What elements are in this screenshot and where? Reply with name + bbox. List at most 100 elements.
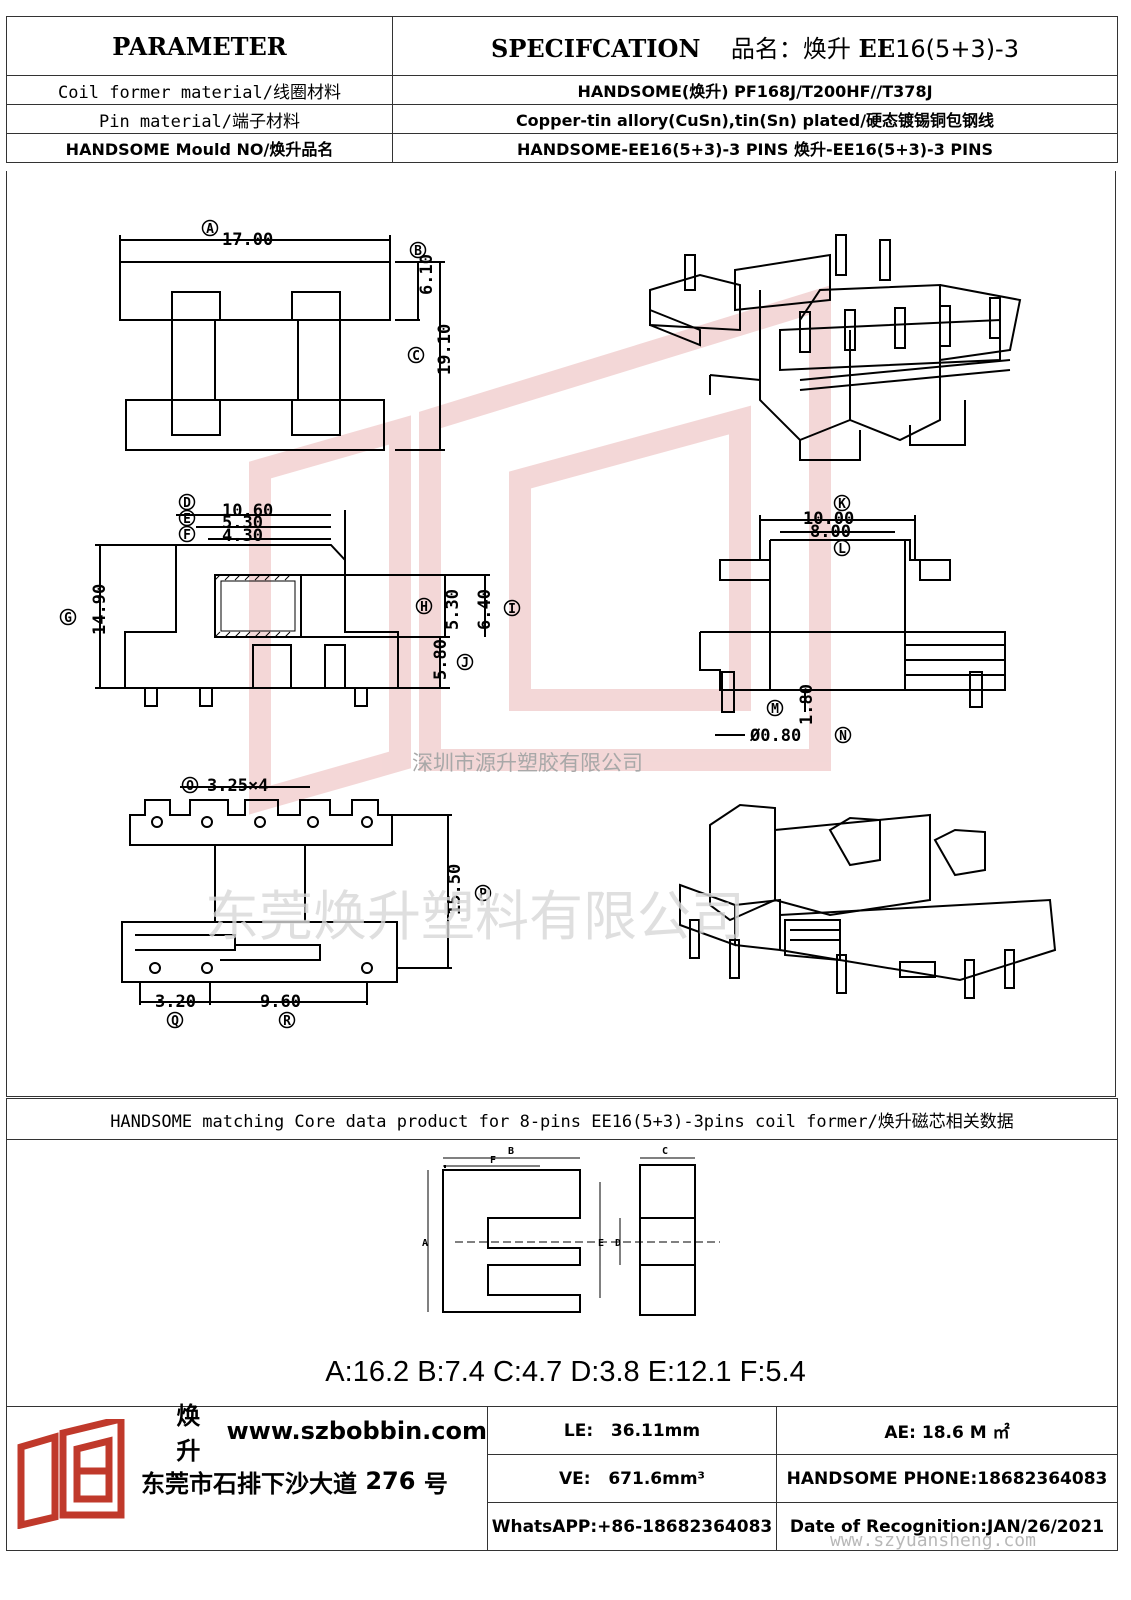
core-label-D: D [615, 1238, 621, 1249]
dim-D-value: 10.60 [222, 501, 273, 521]
svg-text:F: F [183, 528, 191, 543]
brand-name: 焕升 [176, 1402, 201, 1465]
svg-text:M: M [771, 702, 779, 717]
watermark-company-2: 东莞焕升塑料有限公司 [205, 885, 745, 948]
mark-J: J [456, 653, 474, 671]
product-name-bold: EE [858, 33, 896, 63]
ve-value: 671.6mm³ [608, 1468, 705, 1489]
mark-R: R [278, 1011, 296, 1029]
mark-I: I [503, 599, 521, 617]
core-label-E: E [598, 1238, 604, 1249]
technical-drawing: 17.00 6.10 19.10 10.60 5.30 4.30 14.90 5… [59, 219, 1057, 1029]
svg-text:D: D [183, 496, 191, 511]
dim-H-value: 5.30 [443, 589, 463, 630]
ve-cell: VE: 671.6mm³ [487, 1454, 777, 1503]
date-cell: Date of Recognition:JAN/26/2021 [776, 1502, 1118, 1551]
le-cell: LE: 36.11mm [487, 1406, 777, 1455]
mark-H: H [415, 597, 433, 615]
phone-cell: HANDSOME PHONE:18682364083 [776, 1454, 1118, 1503]
bottom-view [121, 786, 452, 1005]
core-dimension-values: A:16.2 B:7.4 C:4.7 D:3.8 E:12.1 F:5.4 [325, 1356, 806, 1388]
dim-O-value: 3.25×4 [207, 776, 268, 796]
iso-view-bottom [679, 803, 1057, 999]
core-data-area [6, 1140, 1118, 1406]
spec-header-table: PARAMETER SPECIFCATION 品名：焕升 EE16(5+3)-3… [6, 16, 1118, 163]
pin-material-label: Pin material/端子材料 [6, 104, 393, 134]
brand-line: 焕升 www.szbobbin.com [167, 1402, 487, 1465]
watermark-company-1: 深圳市源升塑胶有限公司 [412, 751, 643, 775]
dim-N-value: Ø0.80 [749, 726, 801, 746]
mark-A: A [201, 219, 219, 237]
svg-text:K: K [838, 497, 846, 512]
mark-G: G [59, 608, 77, 626]
mark-O: O [181, 776, 199, 794]
mark-E: E [178, 509, 196, 527]
watermark-url: www.szyuansheng.com [830, 1530, 1036, 1551]
svg-text:R: R [283, 1014, 291, 1029]
core-drawing: B F A E D C [422, 1146, 720, 1316]
dim-J-value: 5.80 [431, 639, 451, 680]
svg-text:C: C [412, 349, 420, 364]
address-suffix: 号 [423, 1469, 448, 1498]
svg-text:J: J [461, 656, 469, 671]
mould-no-label: HANDSOME Mould NO/焕升品名 [6, 133, 393, 163]
iso-view-top [649, 234, 1022, 461]
dim-R-value: 9.60 [260, 992, 301, 1012]
svg-text:H: H [420, 600, 428, 615]
dim-E-value: 5.30 [222, 513, 263, 533]
whatsapp-cell: WhatsAPP:+86-18682364083 [487, 1502, 777, 1551]
footer-table: 焕升 www.szbobbin.com 东莞市石排下沙大道 276 号 LE: … [6, 1402, 1118, 1551]
dim-L-value: 8.00 [810, 522, 851, 542]
svg-text:B: B [414, 244, 422, 259]
product-name-label: 品名：焕升 [730, 34, 851, 63]
mark-F: F [178, 525, 196, 543]
core-label-F: F [490, 1155, 496, 1166]
svg-text:I: I [508, 602, 516, 617]
mark-B: B [409, 241, 427, 259]
dim-G-value: 14.90 [90, 584, 110, 635]
mark-N: N [834, 726, 852, 744]
address-line: 东莞市石排下沙大道 276 号 [141, 1457, 448, 1505]
mark-D: D [178, 493, 196, 511]
svg-text:Q: Q [171, 1014, 179, 1029]
svg-text:P: P [479, 887, 487, 902]
ae-cell: AE: 18.6 M ㎡ [776, 1406, 1118, 1455]
company-info-cell: 焕升 www.szbobbin.com 东莞市石排下沙大道 276 号 [6, 1402, 488, 1551]
product-name-rest: 16(5+3)-3 [895, 34, 1019, 63]
dim-B-value: 6.10 [417, 254, 437, 295]
mark-C: C [407, 346, 425, 364]
dim-I-value: 6.40 [475, 589, 495, 630]
svg-text:L: L [838, 542, 846, 557]
core-data-title: HANDSOME matching Core data product for … [6, 1098, 1118, 1140]
address-text: 东莞市石排下沙大道 [141, 1469, 357, 1498]
mark-L: L [833, 539, 851, 557]
specification-title: SPECIFCATION [491, 33, 701, 63]
side-view [699, 515, 1006, 736]
dim-Q-value: 3.20 [155, 992, 196, 1012]
dim-F-value: 4.30 [222, 526, 263, 546]
le-value: 36.11mm [610, 1420, 701, 1441]
dim-P-value: 15.50 [445, 864, 465, 915]
core-label-C: C [662, 1146, 668, 1157]
parameter-heading: PARAMETER [6, 16, 393, 76]
address-number: 276 [365, 1467, 416, 1495]
core-label-A: A [422, 1238, 428, 1249]
mark-K: K [833, 494, 851, 512]
mark-P: P [474, 884, 492, 902]
svg-text:A: A [206, 222, 214, 237]
core-label-B: B [508, 1146, 514, 1157]
front-view [95, 510, 490, 707]
svg-text:E: E [183, 512, 191, 527]
dim-A-value: 17.00 [222, 230, 273, 250]
dim-M-value: 1.80 [797, 684, 817, 725]
mark-M: M [766, 699, 784, 717]
ae-value: 18.6 M ㎡ [921, 1423, 1010, 1443]
dim-K-value: 10.00 [803, 509, 854, 529]
mould-no-value: HANDSOME-EE16(5+3)-3 PINS 焕升-EE16(5+3)-3… [392, 133, 1118, 163]
svg-text:N: N [839, 729, 847, 744]
drawing-area [6, 171, 1116, 1097]
svg-text:O: O [186, 779, 194, 794]
website-link[interactable]: www.szbobbin.com [226, 1417, 487, 1445]
specification-heading: SPECIFCATION 品名：焕升 EE16(5+3)-3 [392, 16, 1118, 76]
mark-Q: Q [166, 1011, 184, 1029]
